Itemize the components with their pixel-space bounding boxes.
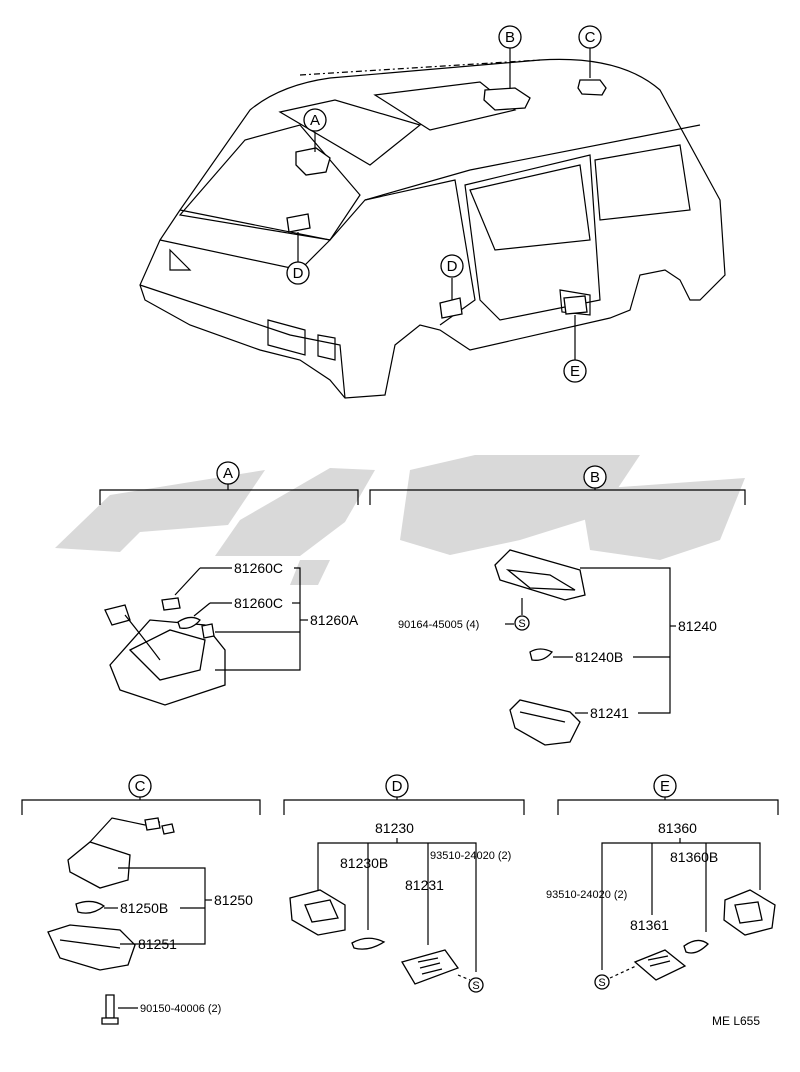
cargo-lamp-b-drawing [494, 549, 586, 746]
section-c: C 81250B 81250 81251 90150-40006 (2) [21, 774, 261, 1025]
vehicle-marker-a: A [303, 108, 327, 132]
label-81260c-1: 81260C [234, 560, 283, 576]
vehicle-marker-d-side: D [440, 254, 464, 278]
label-81240: 81240 [678, 618, 717, 634]
screw-symbol-d: S [468, 977, 484, 993]
watermark-logo [55, 455, 745, 585]
courtesy-lamp-d-drawing [289, 889, 460, 985]
label-81251: 81251 [138, 936, 177, 952]
marker-letter: A [310, 112, 320, 129]
marker-letter: B [505, 29, 515, 46]
marker-letter: D [293, 265, 304, 282]
section-d-letter: D [392, 778, 403, 795]
screw-symbol-text: S [518, 618, 525, 630]
vehicle-marker-c: C [578, 25, 602, 49]
label-81250: 81250 [214, 892, 253, 908]
section-a-letter: A [223, 465, 233, 482]
van-overview-drawing [139, 48, 726, 399]
label-81361: 81361 [630, 917, 669, 933]
label-81260c-2: 81260C [234, 595, 283, 611]
screw-symbol-b: S [514, 615, 530, 631]
label-81240b: 81240B [575, 649, 623, 665]
label-81360: 81360 [658, 820, 697, 836]
section-b: B S 90164-45005 (4) 81240B 81240 81241 [369, 465, 746, 746]
diagram-code: ME L655 [712, 1014, 760, 1028]
vehicle-marker-d-rear: D [286, 261, 310, 285]
label-93510-24020-e: 93510-24020 (2) [546, 889, 627, 901]
dome-lamp-a-drawing [104, 597, 226, 706]
screw-symbol-e: S [594, 974, 610, 990]
label-81230b: 81230B [340, 855, 388, 871]
label-81250b: 81250B [120, 900, 168, 916]
step-lamp-e-drawing [633, 889, 776, 981]
vehicle-marker-b: B [498, 25, 522, 49]
vehicle-marker-e: E [563, 359, 587, 383]
label-81230: 81230 [375, 820, 414, 836]
section-a: A 81260C 81260C 81260A [99, 461, 359, 706]
screw-symbol-text: S [598, 977, 605, 989]
section-d: D 81230 81230B 93510-24020 (2) 81231 S [283, 774, 525, 993]
section-b-letter: B [590, 469, 600, 486]
section-e-letter: E [660, 778, 670, 795]
screw-symbol-text: S [472, 980, 479, 992]
section-e: E 81360 81360B 93510-24020 (2) 81361 S [546, 774, 779, 990]
cargo-lamp-c-drawing [47, 817, 175, 1025]
label-90150-40006: 90150-40006 (2) [140, 1003, 221, 1015]
label-81231: 81231 [405, 877, 444, 893]
label-93510-24020-d: 93510-24020 (2) [430, 850, 511, 862]
section-c-letter: C [135, 778, 146, 795]
label-90164-45005: 90164-45005 (4) [398, 619, 479, 631]
label-81241: 81241 [590, 705, 629, 721]
label-81260a: 81260A [310, 612, 359, 628]
label-81360b: 81360B [670, 849, 718, 865]
marker-letter: E [570, 363, 580, 380]
marker-letter: C [585, 29, 596, 46]
marker-letter: D [447, 258, 458, 275]
